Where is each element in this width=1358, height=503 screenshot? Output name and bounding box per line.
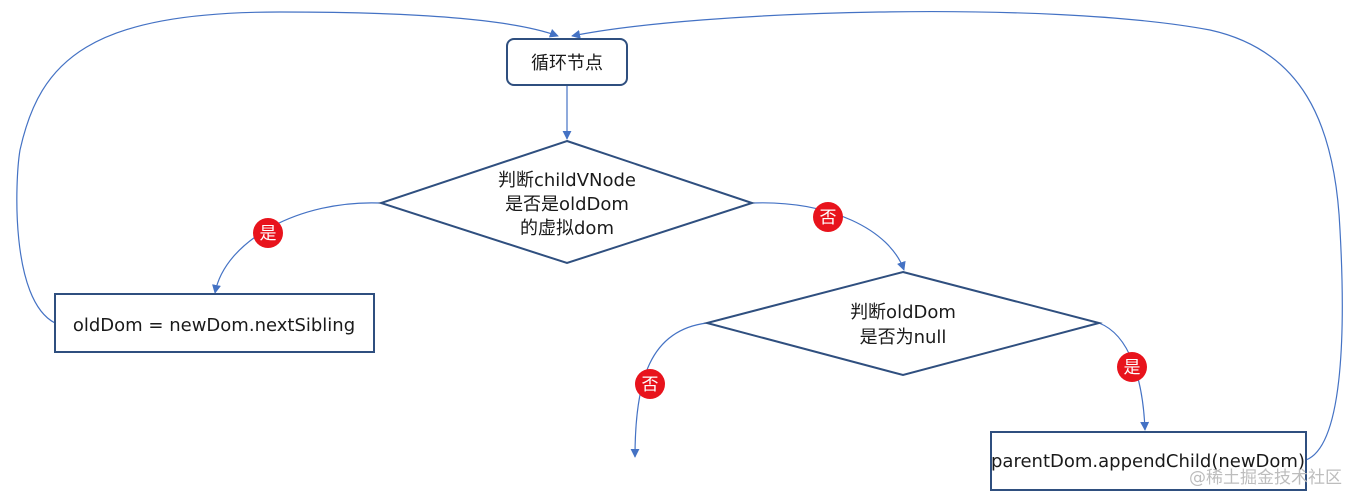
next-sibling-node — [54, 293, 375, 353]
badge-null-yes-text: 是 — [1124, 358, 1141, 378]
decision-null-line-2: 是否为null — [860, 327, 947, 348]
edge-next-sibling-back-to-loop — [16, 11, 559, 324]
badge-null-yes — [1117, 352, 1147, 382]
edge-decision-virtual-no — [751, 202, 906, 271]
append-label: parentDom.appendChild(newDom) — [991, 451, 1305, 472]
append-node — [990, 431, 1307, 491]
badge-null-no-text: 否 — [642, 375, 659, 395]
decision-null — [703, 270, 1103, 377]
decision-virtual-line-2: 是否是oldDom — [505, 194, 629, 215]
watermark: @稀土掘金技术社区 — [1189, 468, 1342, 488]
decision-null-line-1: 判断oldDom — [850, 302, 956, 323]
badge-virtual-no-text: 否 — [820, 208, 837, 228]
badge-virtual-no — [813, 202, 843, 232]
decision-virtual-dom — [377, 139, 756, 265]
next-sibling-label: oldDom = newDom.nextSibling — [73, 315, 355, 336]
decision-virtual-line-3: 的虚拟dom — [520, 218, 614, 239]
badge-virtual-yes-text: 是 — [260, 224, 277, 244]
edge-decision-virtual-yes — [212, 202, 381, 294]
decision-virtual-line-1: 判断childVNode — [498, 170, 636, 191]
edge-append-back-to-loop — [571, 10, 1343, 461]
edge-decision-null-no — [630, 322, 708, 458]
loop-node-label: 循环节点 — [531, 53, 603, 74]
badge-virtual-yes — [253, 218, 283, 248]
badge-null-no — [635, 369, 665, 399]
loop-node — [506, 38, 628, 86]
